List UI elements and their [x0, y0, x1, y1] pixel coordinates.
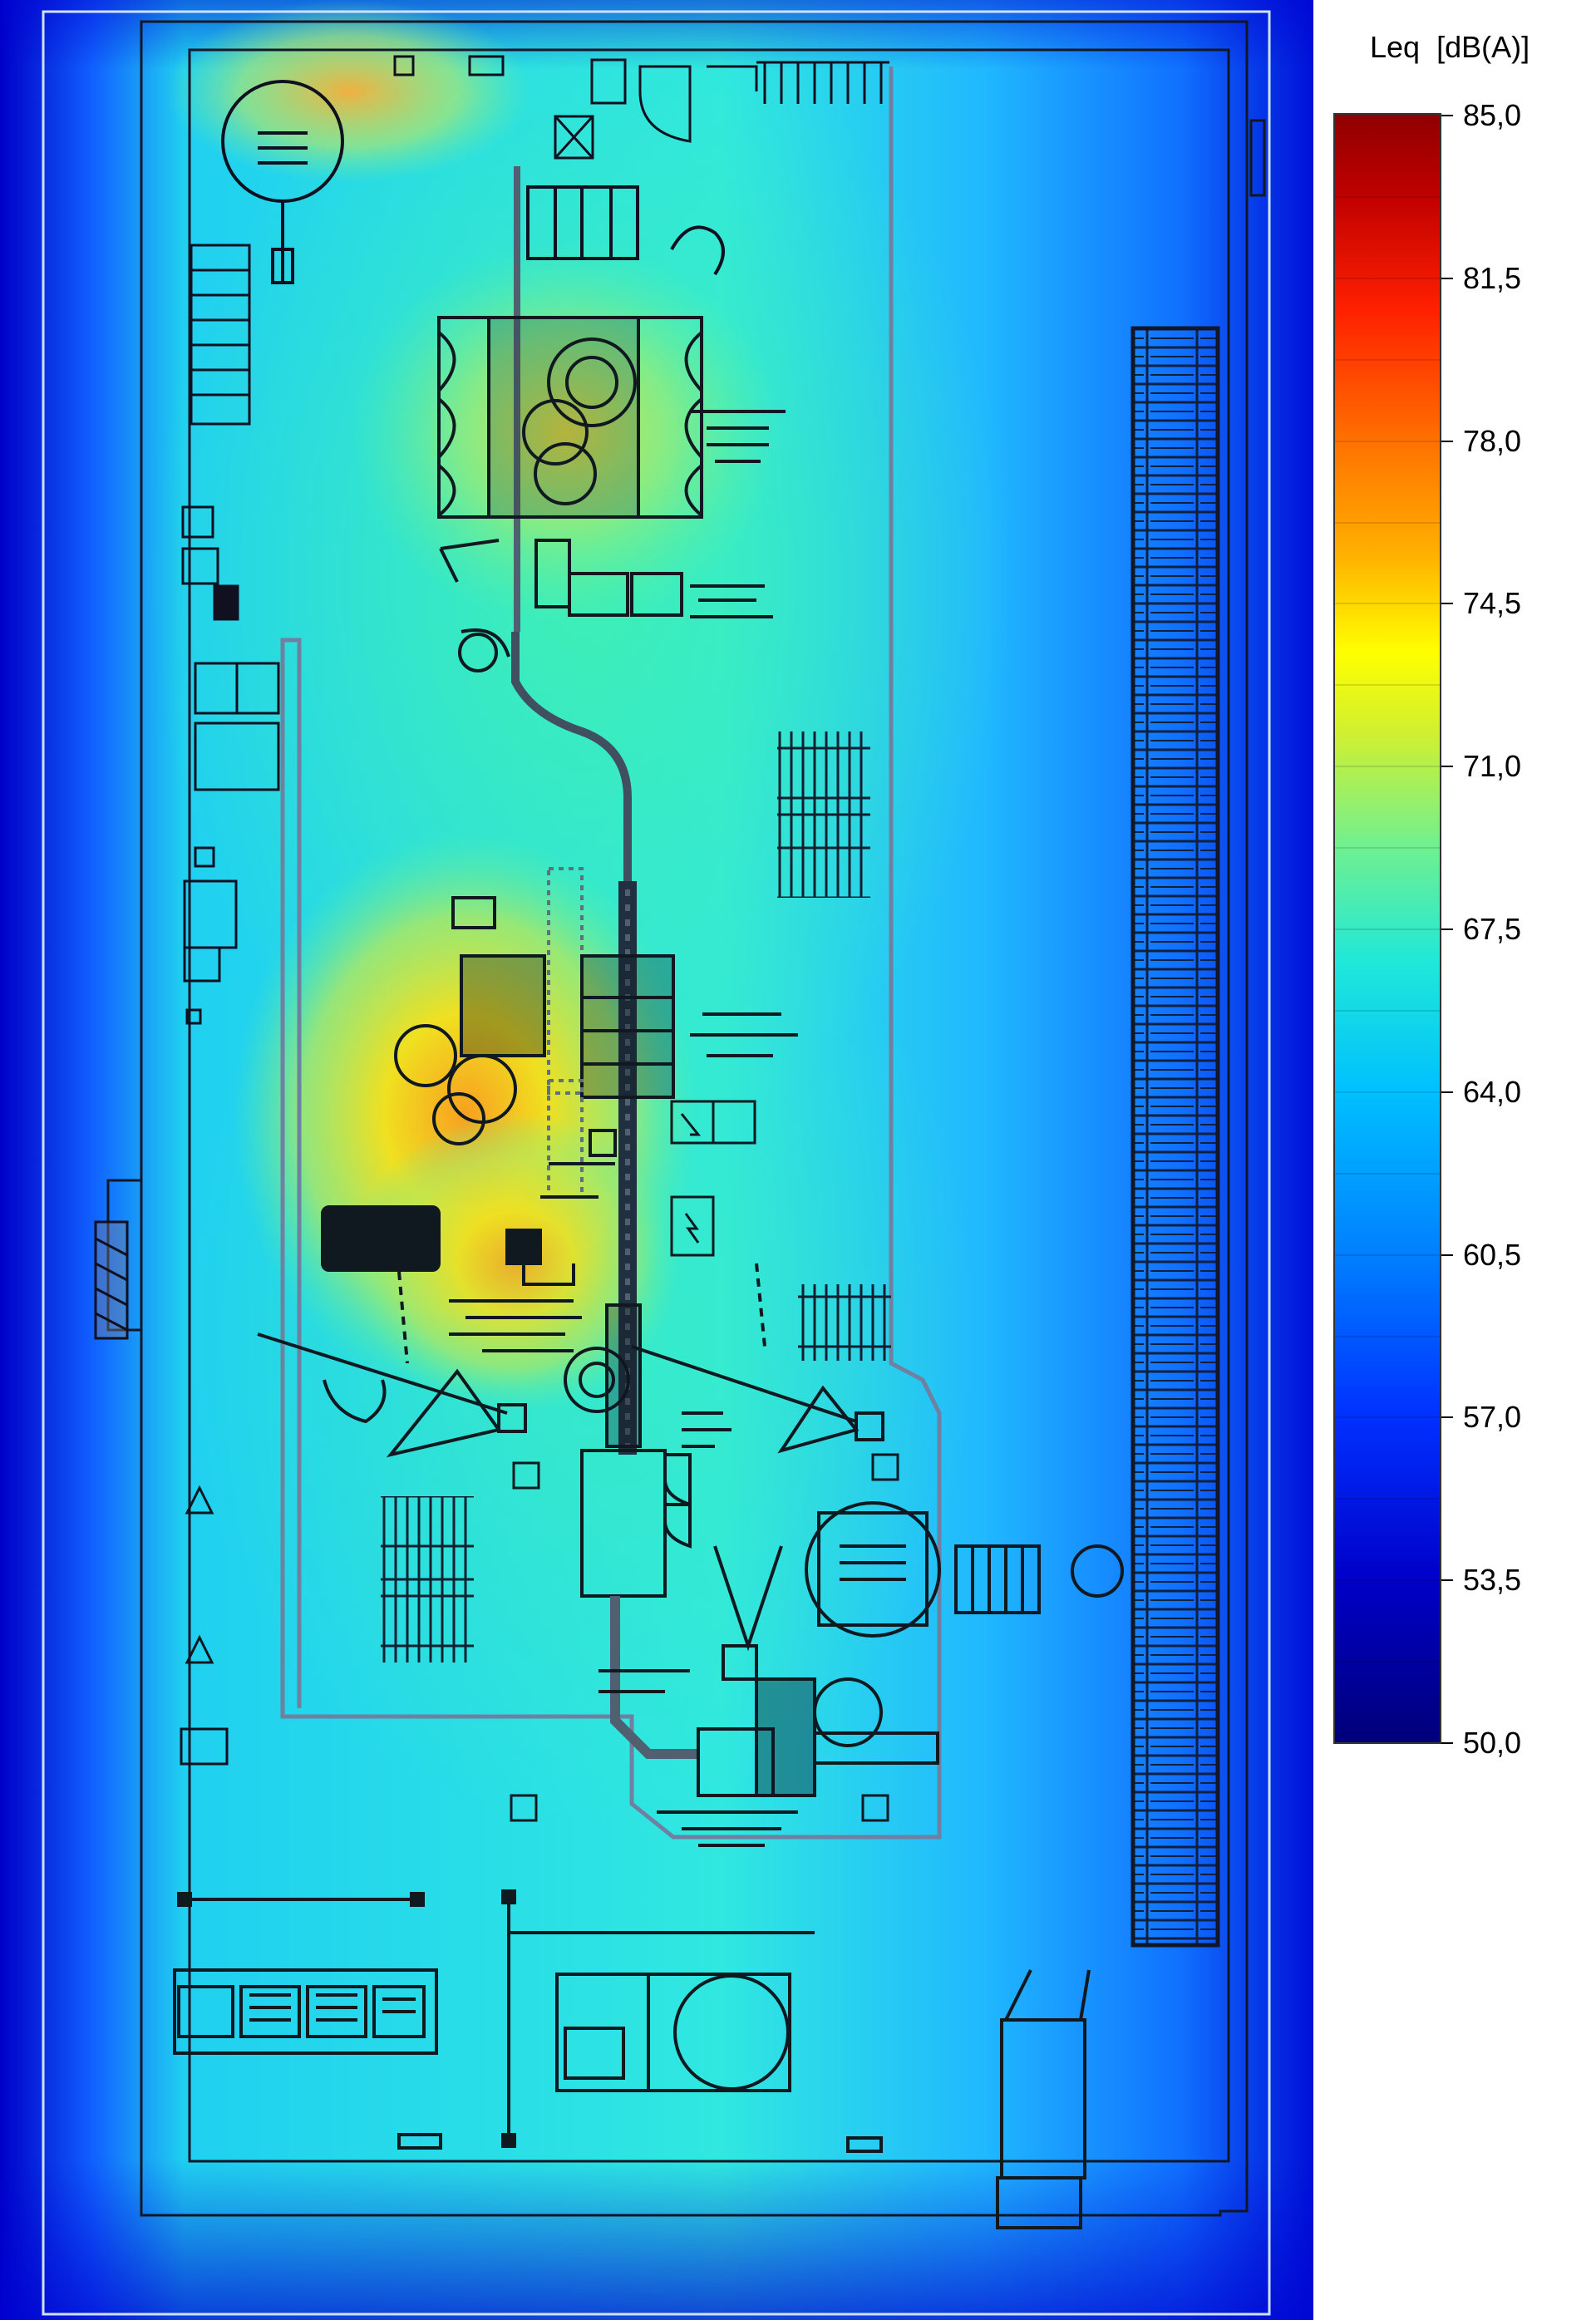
colorbar-tick-label: 50,0 [1463, 1726, 1522, 1760]
colorbar-tick-label: 71,0 [1463, 749, 1522, 784]
legend-title: Leq [dB(A)] [1370, 30, 1530, 65]
conveyor-lower [598, 1596, 939, 1847]
colorbar-tick [1441, 115, 1453, 116]
colorbar-tick-label: 81,5 [1463, 260, 1522, 295]
machine-lower-hot [321, 1162, 615, 1352]
colorbar-tick-label: 67,5 [1463, 912, 1522, 946]
colorbar-band-divider [1335, 847, 1440, 850]
colorbar-band-divider [1335, 195, 1440, 198]
stair-top-left [190, 244, 251, 426]
colorbar-tick [1441, 1742, 1453, 1744]
colorbar-tick-label: 64,0 [1463, 1074, 1522, 1109]
colorbar-tick [1441, 928, 1453, 930]
colorbar-band-divider [1335, 1498, 1440, 1500]
crane-arms [257, 1263, 884, 1458]
colorbar-band-divider [1335, 521, 1440, 524]
colorbar-band-divider [1335, 1172, 1440, 1175]
colorbar-band-divider [1335, 1091, 1440, 1093]
colorbar-tick [1441, 603, 1453, 605]
machine-upper [437, 316, 786, 583]
colorbar-tick [1441, 1254, 1453, 1256]
colorbar-tick [1441, 1416, 1453, 1419]
colorbar-tick [1441, 277, 1453, 279]
colorbar-tick-label: 74,5 [1463, 586, 1522, 621]
colorbar-band-divider [1335, 1009, 1440, 1012]
door-row-top [393, 55, 889, 160]
colorbar-band-divider [1335, 1254, 1440, 1256]
pallet-stack-2 [798, 1284, 891, 1361]
colorbar [1333, 113, 1441, 1744]
colorbar-tick [1441, 440, 1453, 442]
colorbar-tick [1441, 1579, 1453, 1582]
machine-lower-right [713, 1501, 1124, 1681]
colorbar-tick-label: 85,0 [1463, 98, 1522, 132]
colorbar-band-divider [1335, 1661, 1440, 1663]
colorbar-band-divider [1335, 684, 1440, 687]
colorbar-band-divider [1335, 766, 1440, 768]
colorbar-band-divider [1335, 358, 1440, 361]
cabinet-top [526, 185, 725, 276]
colorbar-tick-label: 78,0 [1463, 423, 1522, 458]
small-markers [185, 1453, 899, 1822]
colorbar-band-divider [1335, 1579, 1440, 1582]
colorbar-tick [1441, 1091, 1453, 1093]
door-left-wall [94, 1220, 129, 1340]
colorbar-tick-label: 57,0 [1463, 1400, 1522, 1435]
colorbar-tick [1441, 766, 1453, 768]
colorbar-tick-label: 53,5 [1463, 1563, 1522, 1598]
storage-rack [1130, 326, 1220, 1948]
tank-top-left [221, 80, 344, 284]
colorbar-band-divider [1335, 1335, 1440, 1337]
colorbar-band-divider [1335, 928, 1440, 930]
left-side-boxes [180, 505, 280, 1766]
legend-unit: [dB(A)] [1436, 30, 1530, 64]
legend-quantity: Leq [1370, 30, 1421, 64]
noise-contour-map [0, 0, 1313, 2320]
colorbar-band-divider [1335, 603, 1440, 605]
colorbar-tick-label: 60,5 [1463, 1237, 1522, 1272]
gear-drive [564, 1303, 732, 1598]
motor-upper [534, 539, 773, 618]
colorbar-band-divider [1335, 440, 1440, 442]
bottom-rooms [173, 1889, 1091, 2229]
machine-central [394, 628, 798, 1199]
colorbar-band-divider [1335, 277, 1440, 279]
colorbar-band-divider [1335, 1416, 1440, 1419]
electrical-panels [670, 1100, 756, 1257]
